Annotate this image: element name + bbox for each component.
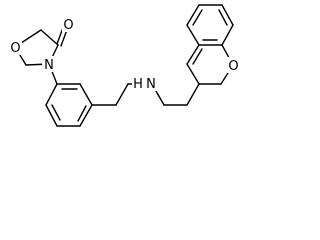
atom-label-n: N bbox=[44, 58, 54, 73]
bond bbox=[186, 24, 200, 46]
aromatic-inner-bond bbox=[77, 105, 87, 122]
atom-label-o: O bbox=[228, 59, 238, 74]
bond bbox=[79, 104, 93, 127]
pyran-ring bbox=[186, 44, 234, 85]
chemical-structure-diagram: O O N H N O bbox=[9, 4, 240, 127]
atom-chromene-oxygen: O bbox=[227, 57, 240, 74]
benzene-ring bbox=[45, 83, 93, 127]
bond bbox=[40, 29, 59, 46]
bond bbox=[45, 83, 58, 106]
atom-ring-oxygen-oxazolidinone: O bbox=[9, 39, 22, 56]
atom-label-h: H bbox=[133, 77, 143, 92]
oxazolidinone-ring bbox=[14, 24, 69, 66]
atom-label-o: O bbox=[10, 41, 20, 56]
bond bbox=[186, 63, 200, 85]
aromatic-inner-bond bbox=[51, 104, 61, 121]
atom-oxazolidinone-nitrogen: N bbox=[42, 56, 56, 73]
atom-label-o: O bbox=[63, 18, 73, 33]
aromatic-inner-bond bbox=[218, 9, 228, 26]
bond bbox=[186, 83, 200, 106]
bond bbox=[79, 83, 93, 106]
bond bbox=[45, 104, 58, 127]
atom-amine-nh: H N bbox=[132, 75, 158, 92]
bond bbox=[221, 24, 234, 46]
bond bbox=[186, 44, 200, 65]
aromatic-inner-bond bbox=[192, 9, 203, 26]
bond bbox=[221, 4, 234, 26]
bond bbox=[186, 4, 200, 26]
bond bbox=[115, 83, 129, 106]
alkene-inner-bond bbox=[192, 48, 203, 65]
atom-carbonyl-oxygen: O bbox=[62, 16, 75, 33]
fused-benzene-ring bbox=[186, 4, 234, 46]
atom-label-n: N bbox=[146, 77, 156, 92]
